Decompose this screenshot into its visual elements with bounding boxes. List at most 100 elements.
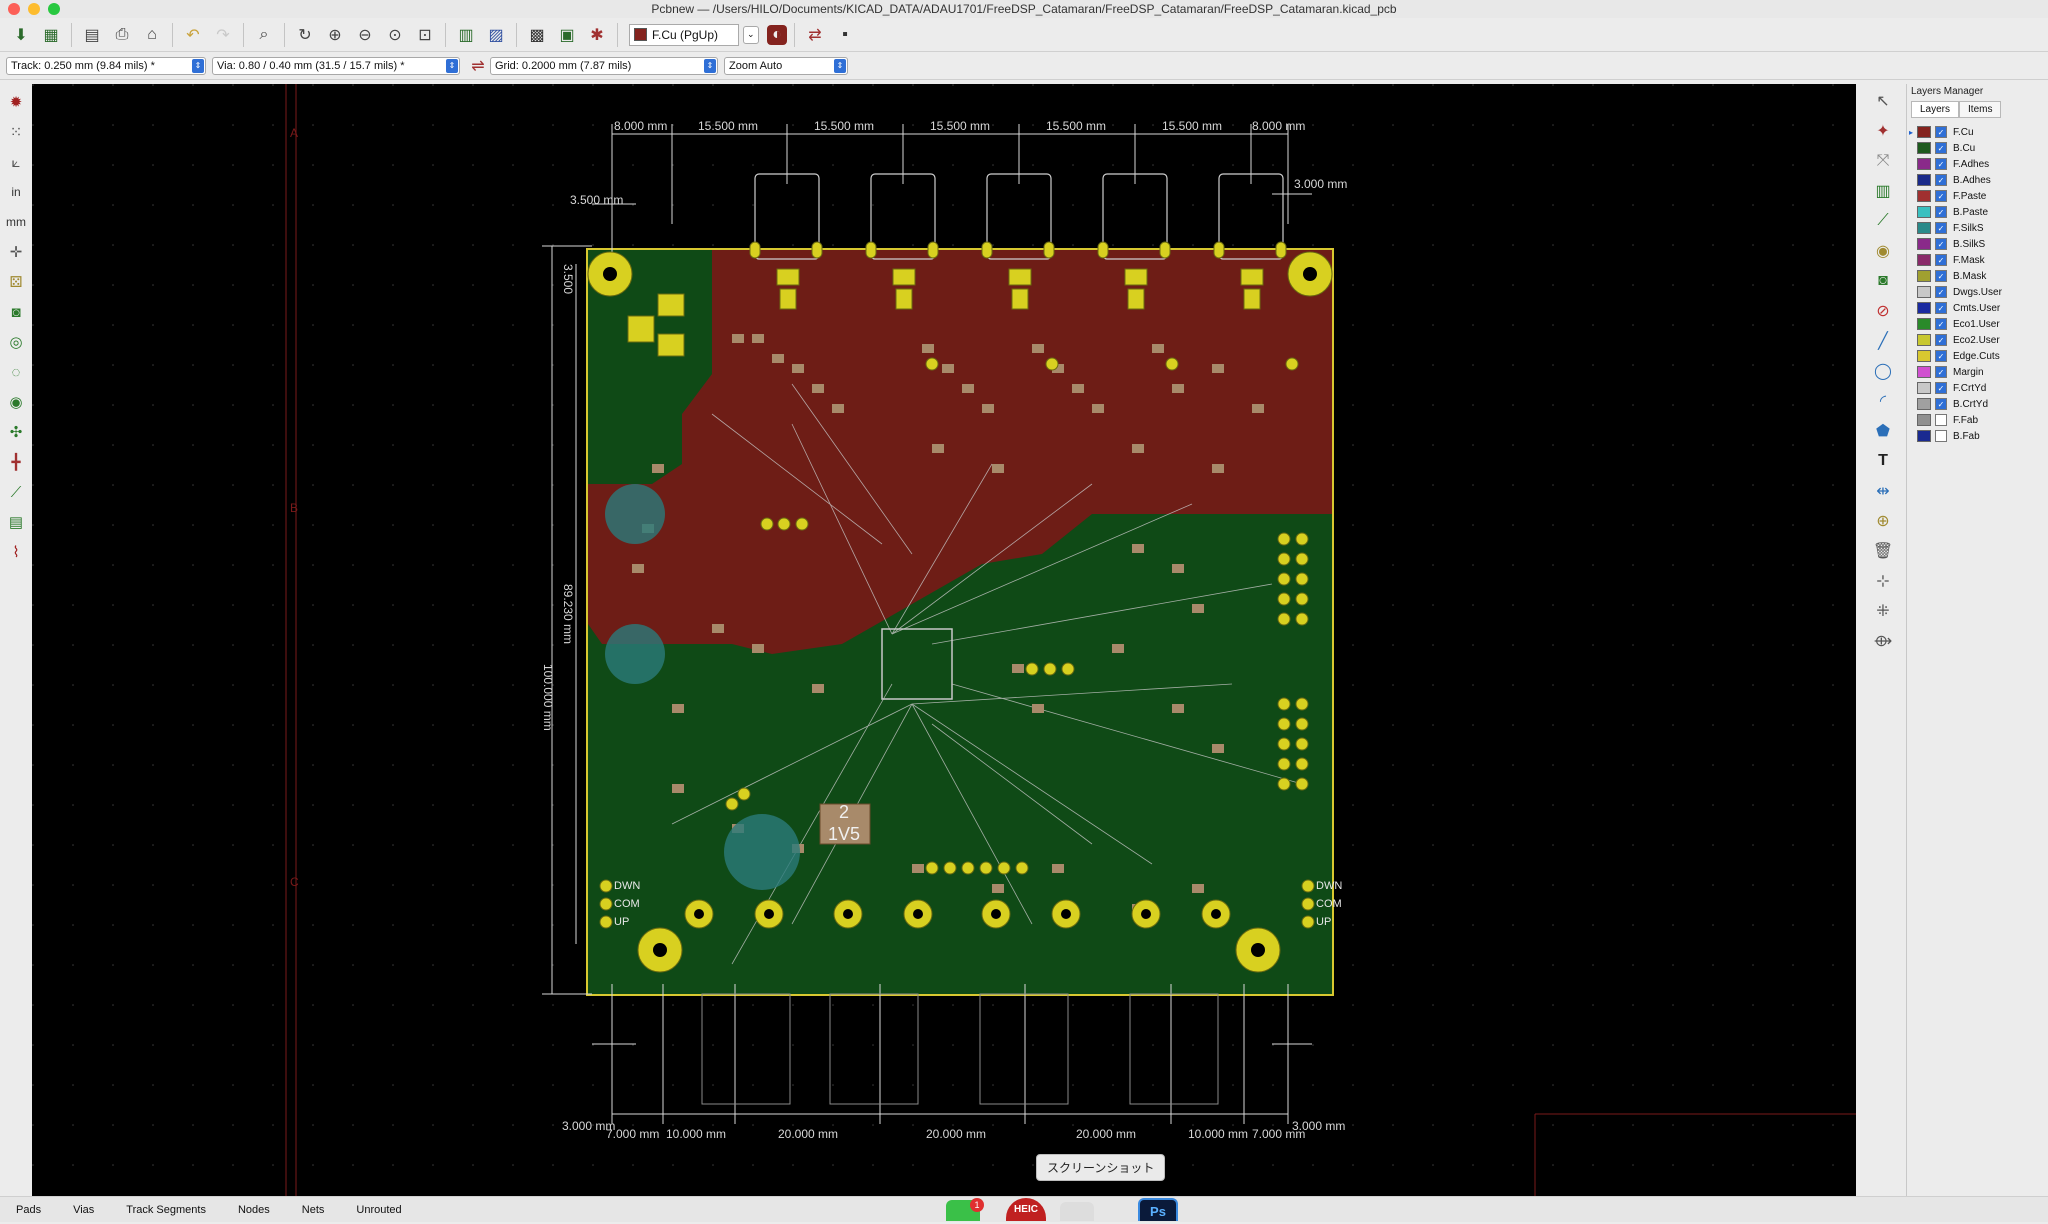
layer-color-swatch[interactable]	[1917, 238, 1931, 250]
keepout-area-icon[interactable]: ⊘	[1876, 303, 1890, 320]
layer-row[interactable]: F.Fab	[1907, 412, 2048, 428]
via-sketch-icon[interactable]: ✣	[9, 424, 23, 441]
zone-outline-icon[interactable]: ◎	[9, 334, 23, 351]
layer-visibility-checkbox[interactable]: ✓	[1935, 382, 1947, 394]
layer-visibility-checkbox[interactable]: ✓	[1935, 190, 1947, 202]
units-inch-icon[interactable]: in	[11, 185, 21, 199]
layer-row[interactable]: ✓B.CrtYd	[1907, 396, 2048, 412]
layer-alignment-target-icon[interactable]: ⊕	[1876, 513, 1890, 530]
layer-dropdown-button[interactable]: ⌄	[743, 25, 759, 44]
minimize-button[interactable]	[28, 3, 40, 15]
tab-layers[interactable]: Layers	[1911, 101, 1960, 118]
layer-visibility-checkbox[interactable]: ✓	[1935, 286, 1947, 298]
layer-color-swatch[interactable]	[1917, 334, 1931, 346]
netlist-icon[interactable]: ▩	[529, 26, 545, 44]
layer-color-swatch[interactable]	[1917, 206, 1931, 218]
layer-color-swatch[interactable]	[1917, 318, 1931, 330]
layer-row[interactable]: ✓F.CrtYd	[1907, 380, 2048, 396]
dock-screenshot-icon[interactable]	[1060, 1202, 1094, 1221]
layer-visibility-checkbox[interactable]: ✓	[1935, 318, 1947, 330]
layer-row[interactable]: ✓Dwgs.User	[1907, 284, 2048, 300]
route-track-icon[interactable]: ⟋	[1877, 212, 1889, 229]
layer-color-swatch[interactable]	[1917, 190, 1931, 202]
layer-visibility-checkbox[interactable]: ✓	[1935, 302, 1947, 314]
highlight-net-icon[interactable]: ✦	[1876, 123, 1890, 140]
page-settings-icon[interactable]: ▤	[84, 26, 100, 44]
dock-app-icon[interactable]: 1	[946, 1198, 984, 1221]
layer-visibility-checkbox[interactable]: ✓	[1935, 174, 1947, 186]
layer-visibility-checkbox[interactable]	[1935, 430, 1947, 442]
layer-color-swatch[interactable]	[1917, 142, 1931, 154]
drc-icon[interactable]: ✱	[590, 26, 604, 44]
footprint-viewer-icon[interactable]: ▨	[488, 26, 504, 44]
active-layer-select[interactable]: F.Cu (PgUp)	[629, 23, 739, 46]
draw-arc-icon[interactable]: ◜	[1879, 393, 1887, 410]
add-dimension-icon[interactable]: ⇹	[1876, 483, 1890, 500]
grid-select[interactable]: Grid: 0.2000 mm (7.87 mils) ⇕	[490, 56, 718, 75]
pad-sketch-icon[interactable]: ◉	[9, 394, 23, 411]
layer-color-swatch[interactable]	[1917, 414, 1931, 426]
track-sketch-icon[interactable]: ╋	[11, 454, 21, 471]
layer-row[interactable]: ✓Edge.Cuts	[1907, 348, 2048, 364]
scripting-console-icon[interactable]: ⇄	[808, 26, 822, 44]
layer-visibility-checkbox[interactable]: ✓	[1935, 398, 1947, 410]
auto-track-width-icon[interactable]: ⇌	[471, 57, 485, 75]
layer-row[interactable]: ✓F.Paste	[1907, 188, 2048, 204]
layer-row[interactable]: ✓Eco2.User	[1907, 332, 2048, 348]
zoom-out-icon[interactable]: ⊖	[358, 26, 372, 44]
layer-visibility-checkbox[interactable]	[1935, 414, 1947, 426]
layer-color-swatch[interactable]	[1917, 222, 1931, 234]
layer-row[interactable]: ✓Cmts.User	[1907, 300, 2048, 316]
drc-markers-icon[interactable]: ✹	[9, 94, 23, 111]
undo-icon[interactable]: ↶	[186, 26, 200, 44]
add-zone-icon[interactable]: ◙	[1878, 272, 1888, 289]
zoom-button[interactable]	[48, 3, 60, 15]
select-arrow-icon[interactable]: ↖	[1876, 93, 1890, 110]
layer-row[interactable]: ✓Eco1.User	[1907, 316, 2048, 332]
layer-color-swatch[interactable]	[1917, 398, 1931, 410]
layer-color-swatch[interactable]	[1917, 254, 1931, 266]
layer-color-swatch[interactable]	[1917, 126, 1931, 138]
refresh-icon[interactable]: ↻	[298, 26, 312, 44]
draw-circle-icon[interactable]: ◯	[1874, 363, 1892, 380]
layer-row[interactable]: ✓F.Adhes	[1907, 156, 2048, 172]
footprint-editor-icon[interactable]: ▥	[458, 26, 474, 44]
layer-row[interactable]: ✓Margin	[1907, 364, 2048, 380]
layer-color-swatch[interactable]	[1917, 382, 1931, 394]
layer-row[interactable]: ✓B.Adhes	[1907, 172, 2048, 188]
drill-origin-icon[interactable]: ⊹	[1876, 573, 1890, 590]
layer-color-swatch[interactable]	[1917, 270, 1931, 282]
pcb-canvas[interactable]: A B C	[32, 84, 1856, 1196]
layer-visibility-checkbox[interactable]: ✓	[1935, 366, 1947, 378]
pcb-drawing[interactable]: A B C	[32, 84, 1856, 1196]
cursor-shape-icon[interactable]: ✛	[9, 244, 23, 261]
redo-icon[interactable]: ↷	[216, 26, 230, 44]
dock-heic-icon[interactable]: HEIC	[1006, 1198, 1046, 1221]
board-setup-icon[interactable]: ▦	[43, 26, 59, 44]
layer-row[interactable]: ✓B.SilkS	[1907, 236, 2048, 252]
layer-visibility-checkbox[interactable]: ✓	[1935, 222, 1947, 234]
tab-items[interactable]: Items	[1959, 101, 2002, 118]
add-text-icon[interactable]: T	[1878, 452, 1888, 469]
zone-unfilled-icon[interactable]: ◌	[11, 363, 21, 381]
find-icon[interactable]: ⌕	[259, 25, 269, 43]
layer-visibility-checkbox[interactable]: ✓	[1935, 270, 1947, 282]
layer-row[interactable]: ✓F.SilkS	[1907, 220, 2048, 236]
zoom-in-icon[interactable]: ⊕	[328, 26, 342, 44]
track-width-select[interactable]: Track: 0.250 mm (9.84 mils) * ⇕	[6, 56, 206, 75]
layer-visibility-checkbox[interactable]: ✓	[1935, 350, 1947, 362]
add-via-icon[interactable]: ◉	[1876, 243, 1890, 260]
zone-fill-icon[interactable]: ◙	[11, 303, 21, 321]
zoom-fit-icon[interactable]: ⊙	[388, 26, 402, 44]
layer-visibility-checkbox[interactable]: ✓	[1935, 238, 1947, 250]
python-console-icon[interactable]: ▪	[842, 25, 848, 43]
layer-color-swatch[interactable]	[1917, 174, 1931, 186]
layer-row[interactable]: ▸✓F.Cu	[1907, 124, 2048, 140]
layer-row[interactable]: ✓F.Mask	[1907, 252, 2048, 268]
microwave-tools-icon[interactable]: ⌇	[12, 544, 20, 561]
layer-visibility-checkbox[interactable]: ✓	[1935, 334, 1947, 346]
dock-photoshop-icon[interactable]: Ps	[1138, 1198, 1178, 1221]
delete-icon[interactable]: 🗑	[1872, 543, 1894, 560]
add-footprint-icon[interactable]: ▥	[1875, 183, 1891, 200]
layer-row[interactable]: B.Fab	[1907, 428, 2048, 444]
